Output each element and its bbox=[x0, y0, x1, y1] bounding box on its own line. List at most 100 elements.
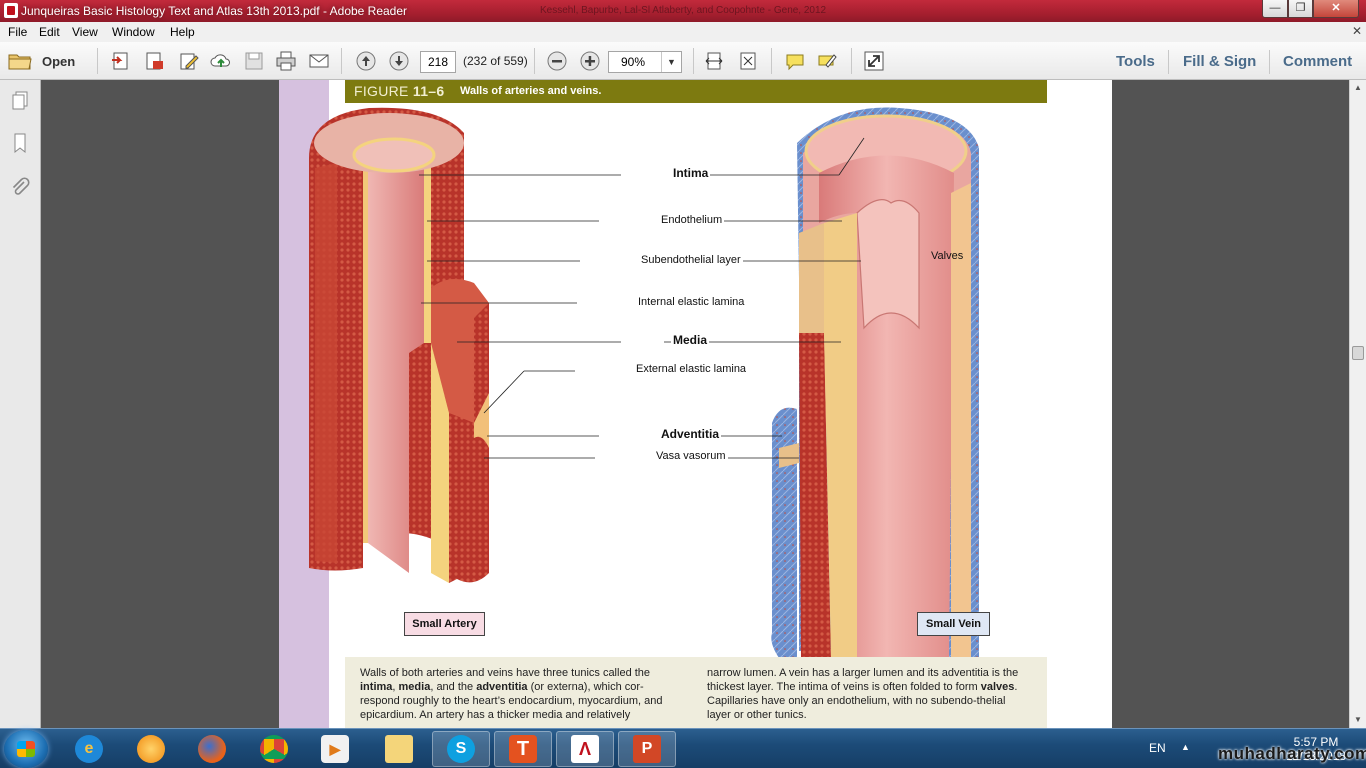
label-adventitia: Adventitia bbox=[659, 427, 722, 441]
title-bar-faint-text: Kessehl, Bapurbe, Lal-Sl Atlaberty, and … bbox=[540, 5, 827, 16]
upload-cloud-icon[interactable] bbox=[209, 49, 233, 73]
taskbar-skype[interactable]: S bbox=[432, 731, 490, 767]
close-button[interactable]: ✕ bbox=[1313, 0, 1359, 18]
zoom-in-icon[interactable] bbox=[578, 49, 602, 73]
toolbar-separator bbox=[341, 48, 342, 74]
email-icon[interactable] bbox=[307, 49, 331, 73]
menu-window[interactable]: Window bbox=[112, 25, 155, 39]
caption-column-2: narrow lumen. A vein has a larger lumen … bbox=[707, 667, 1019, 721]
document-viewport[interactable]: FIGURE 11–6 Walls of arteries and veins. bbox=[41, 80, 1349, 728]
vessel-illustration bbox=[309, 107, 979, 658]
menu-edit[interactable]: Edit bbox=[39, 25, 60, 39]
figure-title: Walls of arteries and veins. bbox=[460, 85, 602, 97]
scroll-down-icon[interactable]: ▼ bbox=[1354, 715, 1362, 724]
folder-icon bbox=[385, 735, 413, 763]
navigation-pane bbox=[0, 80, 41, 728]
menu-view[interactable]: View bbox=[72, 25, 98, 39]
taskbar-chrome[interactable] bbox=[245, 731, 303, 767]
caption-term-intima: intima bbox=[360, 681, 393, 693]
toolbar-separator bbox=[851, 48, 852, 74]
bookmarks-icon[interactable] bbox=[9, 132, 31, 154]
fit-page-icon[interactable] bbox=[702, 49, 726, 73]
next-page-icon[interactable] bbox=[387, 49, 411, 73]
sticky-note-icon[interactable] bbox=[783, 49, 807, 73]
taskbar-text-app[interactable]: T bbox=[494, 731, 552, 767]
menu-bar: File Edit View Window Help ✕ bbox=[0, 22, 1366, 42]
show-hidden-icons-icon[interactable]: ▲ bbox=[1181, 742, 1190, 752]
language-indicator[interactable]: EN bbox=[1149, 741, 1166, 755]
edit-pdf-icon[interactable] bbox=[177, 49, 201, 73]
caption-term-valves: valves bbox=[980, 681, 1015, 693]
toolbar-separator bbox=[97, 48, 98, 74]
zoom-select[interactable]: 90% ▼ bbox=[608, 51, 682, 73]
label-endothelium: Endothelium bbox=[659, 214, 725, 226]
expand-icon[interactable] bbox=[862, 49, 886, 73]
open-button[interactable]: Open bbox=[8, 50, 75, 72]
comment-link[interactable]: Comment bbox=[1283, 53, 1353, 70]
powerpoint-icon: P bbox=[633, 735, 661, 763]
caption-column-1: Walls of both arteries and veins have th… bbox=[360, 667, 663, 721]
zoom-out-icon[interactable] bbox=[545, 49, 569, 73]
system-clock[interactable]: 5:57 PM 12/13/2018 bbox=[1286, 735, 1346, 763]
window-title: Junqueiras Basic Histology Text and Atla… bbox=[21, 4, 408, 18]
scroll-up-icon[interactable]: ▲ bbox=[1354, 83, 1362, 92]
folder-icon bbox=[8, 54, 32, 70]
menu-file[interactable]: File bbox=[8, 25, 28, 39]
highlight-text-icon[interactable] bbox=[815, 49, 839, 73]
taskbar-file-explorer[interactable] bbox=[370, 731, 428, 767]
small-vein-drawing bbox=[771, 107, 979, 658]
caption-term-adventitia: adventitia bbox=[476, 681, 528, 693]
letter-t-icon: T bbox=[509, 735, 537, 763]
label-valves: Valves bbox=[931, 250, 964, 262]
taskbar-media-app[interactable] bbox=[122, 731, 180, 767]
print-icon[interactable] bbox=[274, 49, 298, 73]
label-external-elastic-lamina: External elastic lamina bbox=[634, 363, 749, 375]
taskbar-internet-explorer[interactable]: e bbox=[60, 731, 118, 767]
scroll-thumb[interactable] bbox=[1352, 346, 1364, 360]
previous-page-icon[interactable] bbox=[354, 49, 378, 73]
media-player-icon: ▶ bbox=[321, 735, 349, 763]
toolbar-separator bbox=[1269, 50, 1270, 74]
clock-time: 5:57 PM bbox=[1293, 735, 1339, 749]
adobe-reader-icon bbox=[4, 3, 18, 18]
export-pdf-icon[interactable] bbox=[142, 49, 166, 73]
caption-term-media: media bbox=[398, 681, 431, 693]
chrome-icon bbox=[260, 735, 288, 763]
page-number-input[interactable]: 218 bbox=[420, 51, 456, 73]
fill-sign-link[interactable]: Fill & Sign bbox=[1183, 53, 1257, 70]
zoom-value: 90% bbox=[621, 55, 646, 69]
taskbar-adobe-reader[interactable]: Λ bbox=[556, 731, 614, 767]
figure-number: 11–6 bbox=[412, 83, 445, 99]
figure-header: FIGURE 11–6 Walls of arteries and veins. bbox=[345, 80, 1047, 103]
label-vasa-vasorum: Vasa vasorum bbox=[654, 450, 728, 462]
save-icon[interactable] bbox=[242, 49, 266, 73]
taskbar-firefox[interactable] bbox=[183, 731, 241, 767]
tools-link[interactable]: Tools bbox=[1116, 53, 1155, 70]
create-pdf-icon[interactable] bbox=[109, 49, 133, 73]
full-screen-icon[interactable] bbox=[736, 49, 760, 73]
title-bar: Junqueiras Basic Histology Text and Atla… bbox=[0, 0, 1366, 22]
chevron-down-icon[interactable]: ▼ bbox=[661, 52, 681, 72]
close-document-icon[interactable]: ✕ bbox=[1352, 24, 1363, 38]
toolbar: Open 218 (232 of 559) 90% ▼ bbox=[0, 42, 1366, 80]
toolbar-separator bbox=[693, 48, 694, 74]
start-button[interactable] bbox=[4, 730, 48, 768]
label-internal-elastic-lamina: Internal elastic lamina bbox=[636, 296, 747, 308]
menu-help[interactable]: Help bbox=[170, 25, 195, 39]
open-label: Open bbox=[42, 53, 76, 69]
taskbar: e ▶ S T Λ P EN ▲ 5:57 PM 12/13/2018 bbox=[0, 728, 1366, 768]
taskbar-media-player[interactable]: ▶ bbox=[306, 731, 364, 767]
toolbar-separator bbox=[1168, 50, 1169, 74]
vertical-scrollbar[interactable]: ▲ ▼ bbox=[1349, 80, 1366, 728]
taskbar-powerpoint[interactable]: P bbox=[618, 731, 676, 767]
label-media: Media bbox=[671, 333, 710, 347]
page-count-label: (232 of 559) bbox=[463, 54, 528, 68]
maximize-button[interactable]: ❐ bbox=[1288, 0, 1313, 18]
page-thumbnails-icon[interactable] bbox=[9, 90, 31, 112]
attachments-icon[interactable] bbox=[9, 176, 31, 198]
minimize-button[interactable]: — bbox=[1262, 0, 1288, 18]
toolbar-separator bbox=[771, 48, 772, 74]
clock-date: 12/13/2018 bbox=[1286, 749, 1347, 763]
small-artery-label: Small Artery bbox=[404, 612, 485, 636]
figure-caption: Walls of both arteries and veins have th… bbox=[345, 657, 1047, 728]
